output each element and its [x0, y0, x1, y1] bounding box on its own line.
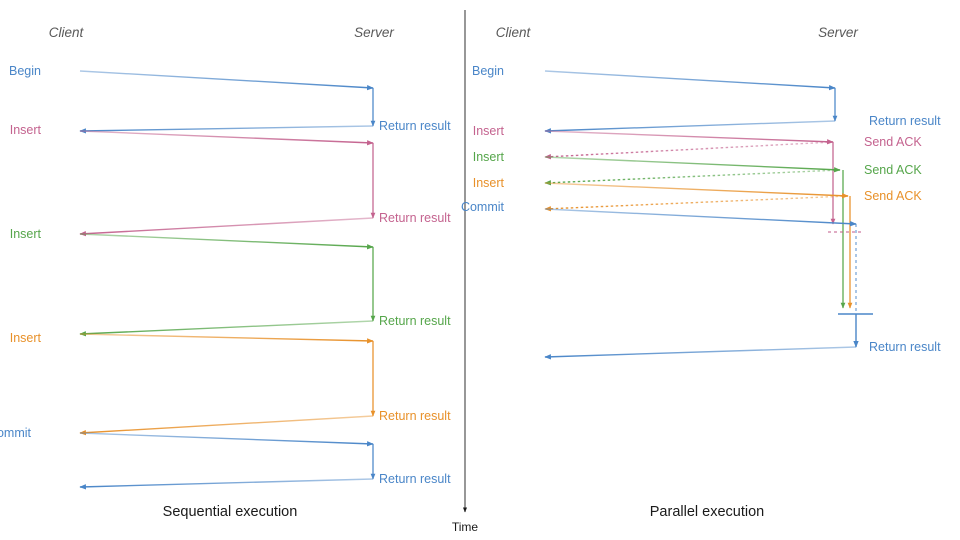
message-label: Insert — [10, 123, 42, 137]
message-arrow-request — [79, 333, 374, 344]
message-arrow-request — [544, 208, 857, 227]
message-arrow-response — [544, 120, 836, 134]
message-label: Return result — [379, 409, 451, 423]
message-arrow-request — [79, 233, 374, 250]
message-label: Insert — [10, 227, 42, 241]
message-arrow-ack — [544, 141, 834, 160]
message-label: Return result — [869, 114, 941, 128]
message-arrow-response — [79, 478, 374, 490]
message-label: Insert — [10, 331, 42, 345]
message-arrow-response — [544, 346, 857, 360]
message-label: Commit — [461, 200, 505, 214]
lane-title-server: Server — [354, 25, 394, 40]
message-arrow-request — [544, 130, 834, 145]
lane-title-client: Client — [49, 25, 85, 40]
lane-title-client: Client — [496, 25, 532, 40]
message-label: Send ACK — [864, 135, 922, 149]
message-arrow-request — [544, 182, 849, 199]
message-arrow-response — [79, 125, 374, 134]
message-arrow-request — [544, 156, 841, 173]
message-label: Insert — [473, 176, 505, 190]
message-arrow-request — [79, 70, 374, 91]
message-label: Return result — [379, 472, 451, 486]
message-arrow-request — [79, 432, 374, 447]
message-label: Insert — [473, 150, 505, 164]
message-arrow-ack — [544, 169, 841, 186]
message-label: Commit — [0, 426, 32, 440]
time-axis-label: Time — [452, 520, 479, 534]
lane-title-server: Server — [818, 25, 858, 40]
message-label: Send ACK — [864, 163, 922, 177]
message-label: Begin — [9, 64, 41, 78]
message-label: Send ACK — [864, 189, 922, 203]
message-arrow-ack — [544, 195, 849, 212]
message-label: Insert — [473, 124, 505, 138]
panel-caption: Parallel execution — [650, 504, 764, 520]
message-arrow-response — [79, 320, 374, 337]
message-arrow-response — [79, 217, 374, 237]
message-arrow-response — [79, 415, 374, 436]
message-arrow-request — [79, 130, 374, 146]
message-label: Return result — [869, 340, 941, 354]
message-arrow-request — [544, 70, 836, 91]
message-label: Begin — [472, 64, 504, 78]
message-label: Return result — [379, 211, 451, 225]
panel-caption: Sequential execution — [163, 504, 298, 520]
message-label: Return result — [379, 314, 451, 328]
message-label: Return result — [379, 119, 451, 133]
